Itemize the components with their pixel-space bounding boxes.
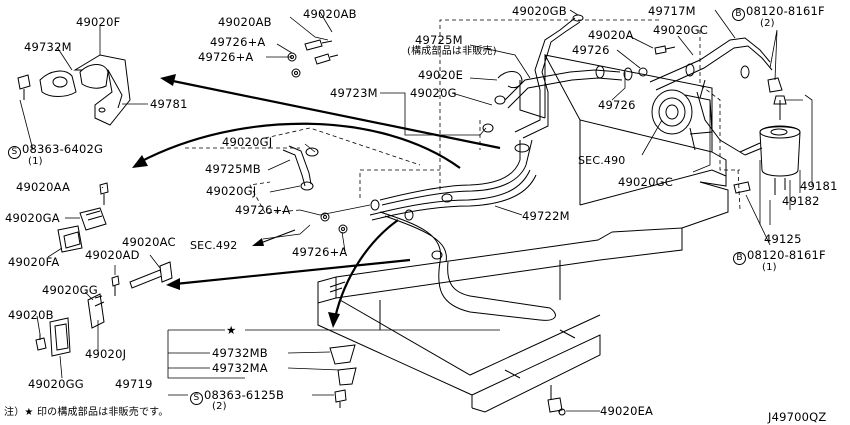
arrows <box>132 74 500 328</box>
part-label-49020e: 49020E <box>418 68 464 82</box>
hose-49725mb <box>283 146 311 186</box>
part-label-49020a: 49020A <box>588 28 634 42</box>
power-steering-pump <box>652 80 712 150</box>
part-label-49020gj-1: 49020GJ <box>222 135 273 149</box>
section-ref-sec490: SEC.490 <box>578 154 626 167</box>
circle-s-marker: S <box>8 146 21 159</box>
section-ref-sec492: SEC.492 <box>190 239 238 252</box>
part-label-49723m: 49723M <box>330 86 378 100</box>
part-label-49726-a-2: 49726+A <box>198 50 254 64</box>
part-label-49020fa: 49020FA <box>8 255 60 269</box>
part-label-49125: 49125 <box>764 232 802 246</box>
clip-49020e <box>498 72 522 88</box>
part-label-49020gj-2: 49020GJ <box>206 184 257 198</box>
part-label-49020ga: 49020GA <box>5 211 60 225</box>
part-label-08120-8161f-top-text: 08120-8161F <box>746 4 825 18</box>
footnote-non-sale: 注）★ 印の構成部品は非販売です。 <box>4 407 169 418</box>
part-label-49725m: 49725M <box>415 33 463 47</box>
part-note-49725m: (構成部品は非販売) <box>407 46 497 57</box>
leader-lines <box>20 10 812 411</box>
part-label-49020aa: 49020AA <box>16 180 71 194</box>
dashed-reference-lines <box>185 20 740 213</box>
part-label-49020ad: 49020AD <box>85 248 140 262</box>
non-sale-star-marker: ★ <box>226 323 237 337</box>
qty-label-08120-8161f-bot: (1) <box>762 262 777 273</box>
part-label-49020gb: 49020GB <box>512 4 567 18</box>
part-label-49732ma: 49732MA <box>212 361 268 375</box>
part-label-49020ab-a: 49020AB <box>218 15 272 29</box>
part-label-49726-a-1: 49726+A <box>210 35 266 49</box>
part-label-49781: 49781 <box>150 97 188 111</box>
part-label-49181: 49181 <box>800 179 838 193</box>
diagram-code: J49700QZ <box>768 410 827 424</box>
part-label-49020gg-2: 49020GG <box>28 377 84 391</box>
part-label-49020gc-mid: 49020GC <box>618 175 673 189</box>
part-label-08363-6125b-text: 08363-6125B <box>204 388 285 402</box>
clamp-parts-left-mid <box>58 183 108 252</box>
clamp-parts-bottom-mid <box>330 345 565 415</box>
part-label-49020ab-b: 49020AB <box>303 7 357 21</box>
part-label-49020ea: 49020EA <box>600 404 654 418</box>
qty-label-08363-6402g: (1) <box>28 156 43 167</box>
part-label-49020g: 49020G <box>410 86 457 100</box>
part-label-49182: 49182 <box>782 194 820 208</box>
qty-label-08120-8161f-top: (2) <box>760 18 775 29</box>
part-label-49732mb: 49732MB <box>212 346 268 360</box>
circle-s-marker-bottom: S <box>190 392 203 405</box>
part-label-49020b: 49020B <box>8 308 54 322</box>
reservoir-tank <box>734 78 800 195</box>
clamp-parts-left-low <box>36 262 172 356</box>
bolts-washers-top <box>288 40 675 233</box>
part-label-49020j: 49020J <box>85 347 127 361</box>
part-label-49020f: 49020F <box>76 15 121 29</box>
part-label-49726-pump: 49726 <box>598 98 636 112</box>
part-label-49726-a-4: 49726+A <box>292 245 348 259</box>
circle-b-marker-top: B <box>732 8 745 21</box>
part-label-49732m: 49732M <box>24 40 72 54</box>
part-label-49020gg-1: 49020GG <box>42 283 98 297</box>
part-label-49719: 49719 <box>115 377 153 391</box>
part-label-49020gc-top: 49020GC <box>653 23 708 37</box>
qty-label-08363-6125b: (2) <box>212 401 227 412</box>
part-label-08120-8161f-bot-text: 08120-8161F <box>747 248 826 262</box>
part-label-49717m: 49717M <box>648 4 696 18</box>
part-label-49726: 49726 <box>572 43 610 57</box>
part-label-49726-a-3: 49726+A <box>235 203 291 217</box>
part-label-49020ac: 49020AC <box>122 235 176 249</box>
part-label-08363-6402g-text: 08363-6402G <box>22 142 104 156</box>
part-label-49725mb: 49725MB <box>205 162 261 176</box>
circle-b-marker-bot: B <box>733 252 746 265</box>
bracket-assembly-top-left <box>18 55 130 125</box>
part-label-49722m: 49722M <box>522 209 570 223</box>
